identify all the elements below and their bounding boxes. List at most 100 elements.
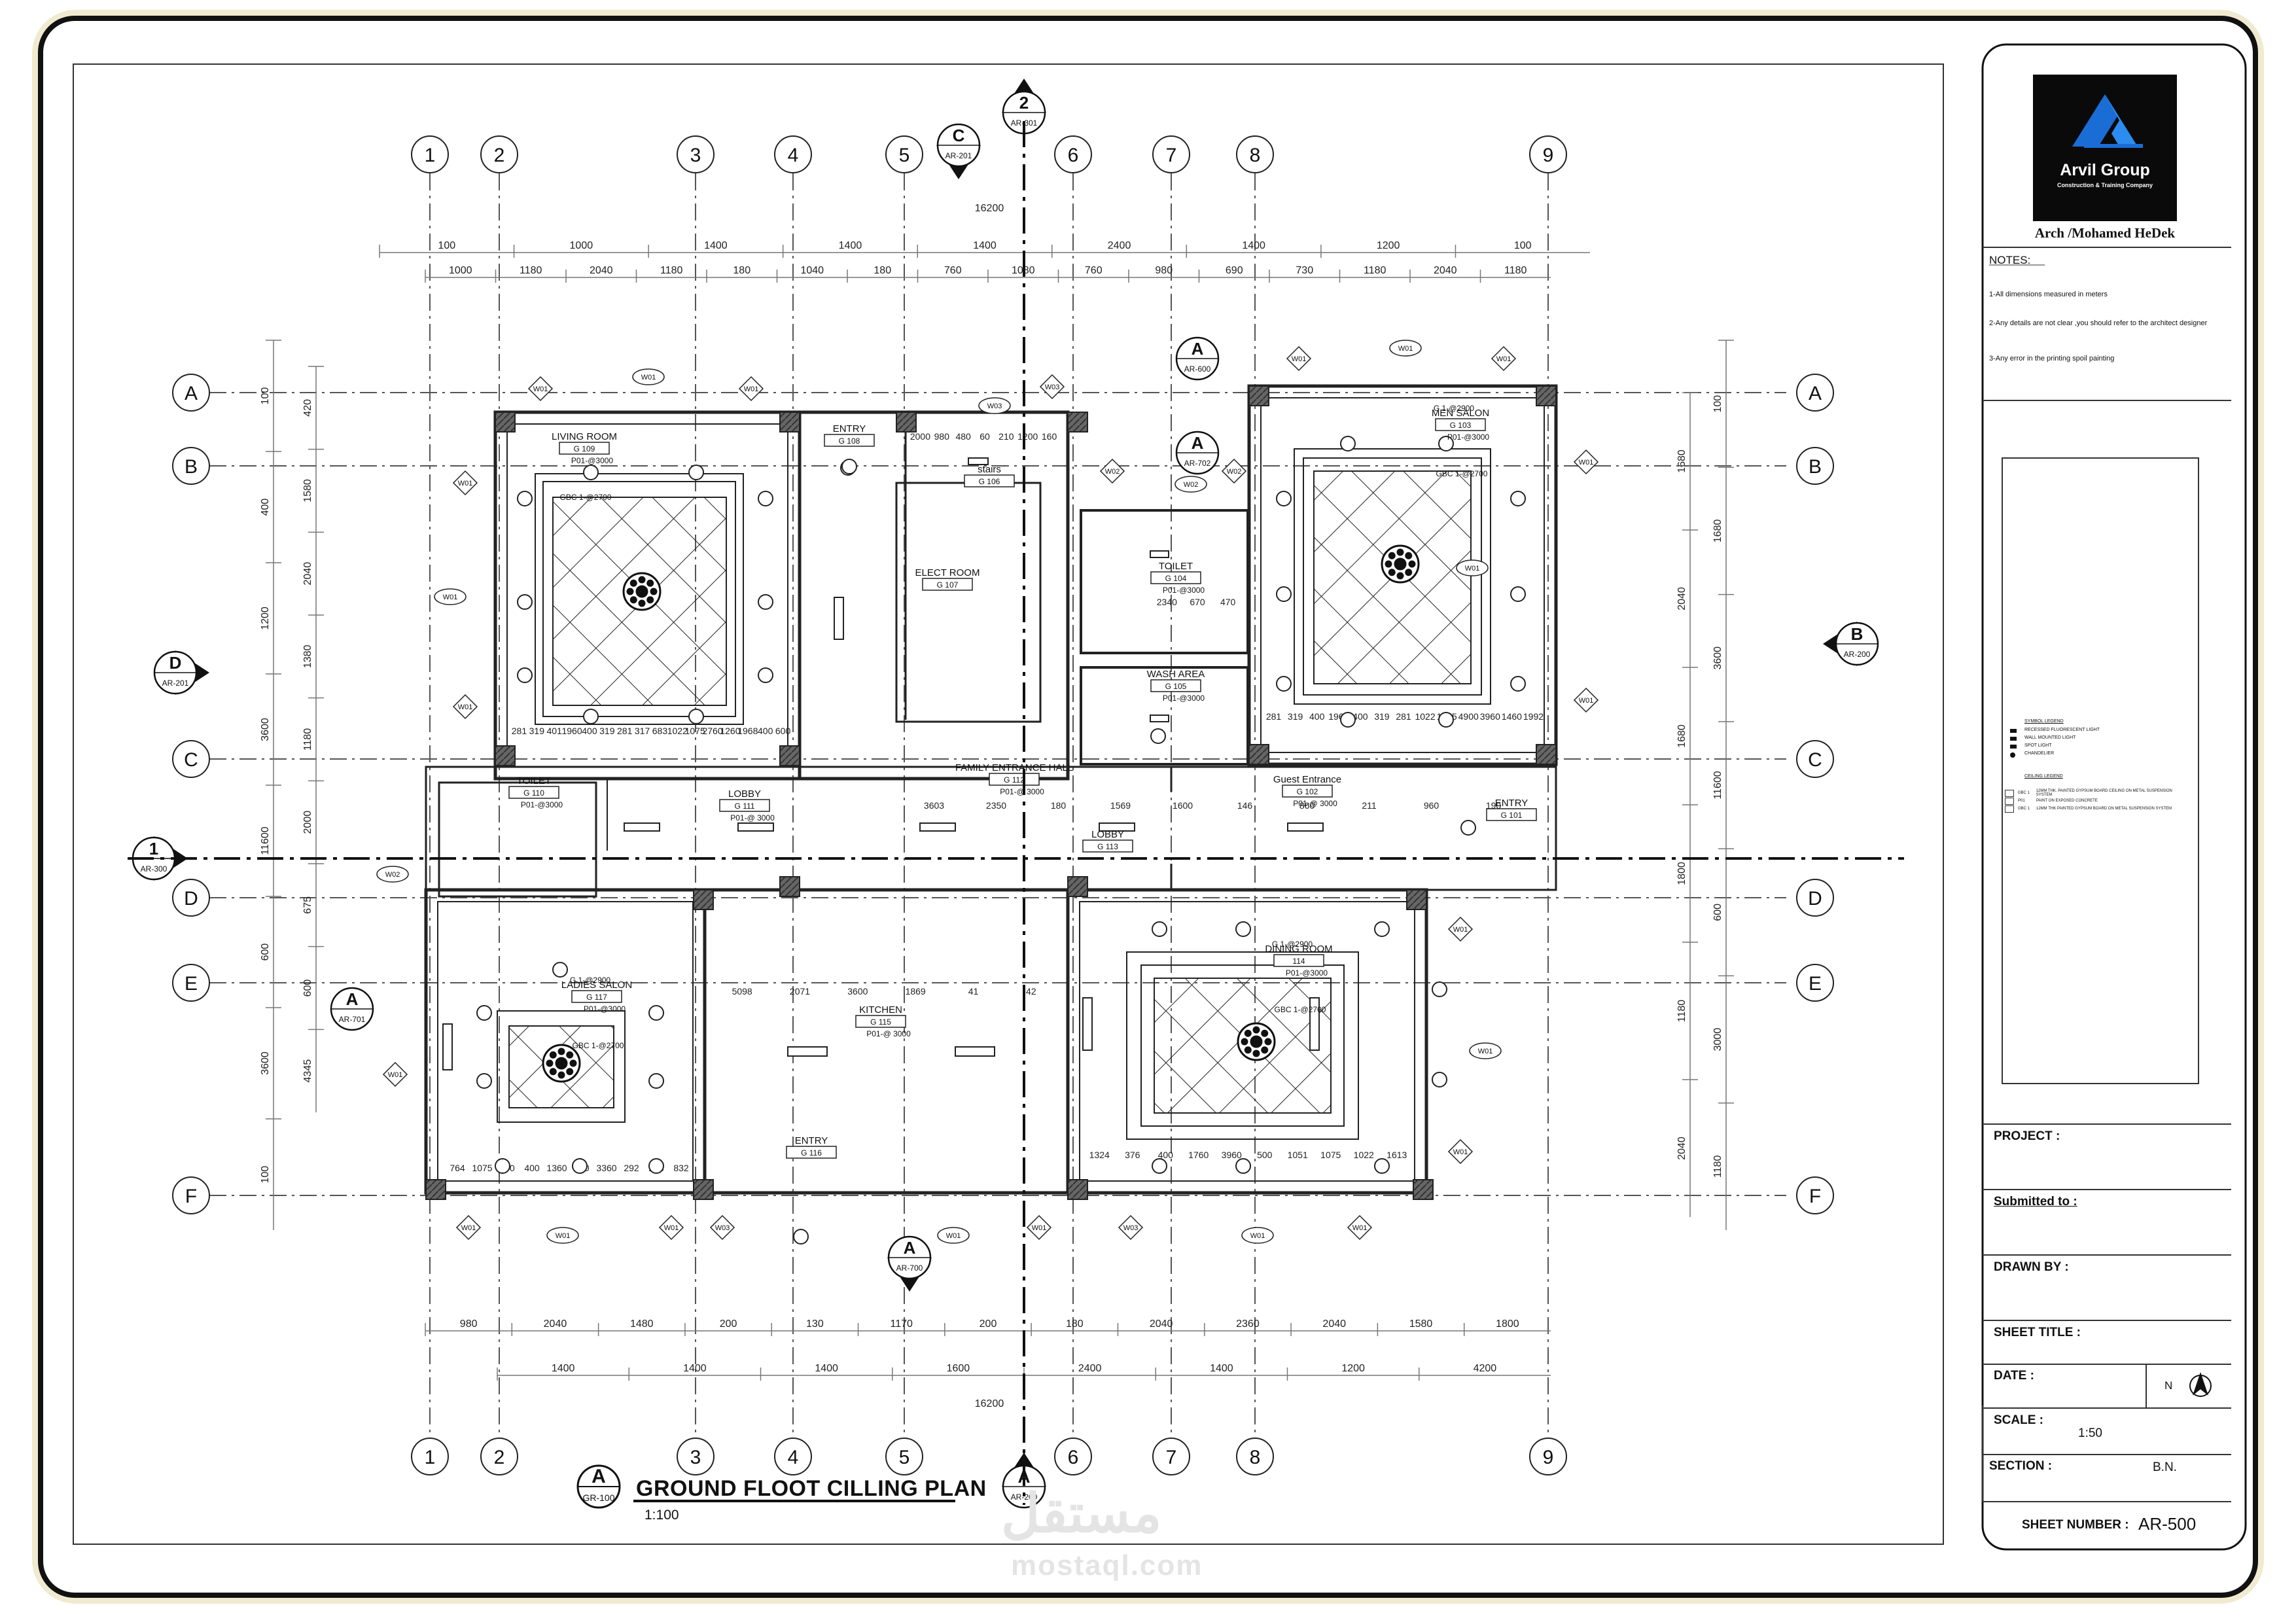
svg-text:W01: W01 (1352, 1224, 1368, 1232)
dim-left-inner: 1380 (302, 644, 313, 668)
spot-light-icon (1276, 676, 1292, 692)
svg-text:G 116: G 116 (801, 1148, 822, 1157)
structural-column (495, 745, 516, 766)
svg-text:W01: W01 (1579, 697, 1594, 705)
fluorescent-light-icon (442, 1023, 453, 1070)
svg-text:ELECT ROOM: ELECT ROOM (915, 567, 980, 578)
dim-left-inner: 1180 (302, 728, 313, 751)
legend-symbol-icon (2010, 737, 2017, 741)
svg-text:C: C (184, 749, 198, 771)
ladies-salon-dims: 1360 (546, 1163, 567, 1173)
svg-text:W03: W03 (987, 402, 1002, 410)
spot-light-icon (758, 491, 773, 506)
dim-bottom-inner: 2040 (1150, 1318, 1173, 1330)
legend-item: CHANDELIER (2007, 751, 2178, 759)
spot-light-icon (688, 465, 704, 480)
toilet-dims: 670 (1190, 597, 1205, 607)
svg-text:LADIES SALON: LADIES SALON (561, 980, 632, 991)
spot-light-icon (517, 594, 533, 610)
svg-text:G 115: G 115 (870, 1017, 891, 1027)
legend-item: SPOT LIGHT (2007, 743, 2178, 751)
men-salon-dims: 4900 (1458, 711, 1479, 722)
svg-text:W03: W03 (1123, 1224, 1139, 1232)
date-label: DATE : (1994, 1369, 2034, 1383)
chandelier-icon (1381, 544, 1420, 584)
spot-light-icon (688, 709, 704, 724)
chandelier-icon (1237, 1022, 1276, 1061)
hall-dims: 146 (1237, 800, 1253, 811)
svg-text:P01-@ 3000: P01-@ 3000 (1293, 799, 1337, 808)
dim-top-inner: 180 (733, 265, 751, 276)
window-tag: W01 (1469, 1042, 1502, 1059)
hall-dims: 3603 (924, 800, 944, 811)
notes-label: NOTES: (1989, 254, 2031, 266)
window-tag: W01 (1447, 916, 1474, 942)
dim-bottom-outer: 4200 (1474, 1363, 1497, 1374)
note-3: 3-Any error in the printing spoil painti… (1989, 355, 2115, 362)
svg-text:AR-201: AR-201 (162, 679, 189, 688)
svg-text:GBC 1-@2700: GBC 1-@2700 (573, 1041, 624, 1050)
men-salon-dims: 3960 (1480, 711, 1500, 722)
grid-bubble-col-7: 7 (1152, 135, 1190, 173)
svg-text:G 1-@2900: G 1-@2900 (570, 976, 611, 985)
dim-bottom-inner: 1800 (1496, 1318, 1519, 1330)
svg-text:W01: W01 (744, 385, 759, 393)
men-salon-dims: 319 (1288, 711, 1303, 722)
dim-bottom-outer: 1600 (947, 1363, 970, 1374)
svg-text:5: 5 (899, 1447, 910, 1468)
stair-dims: 2000 (910, 431, 930, 442)
svg-text:W01: W01 (388, 1071, 403, 1079)
hall-dims: 2350 (986, 800, 1006, 811)
scale-label: SCALE : (1994, 1413, 2043, 1427)
window-tag: W01 (1241, 1227, 1274, 1244)
spot-light-icon (476, 1005, 492, 1021)
legend-symbol-icon (2010, 752, 2015, 758)
svg-text:2: 2 (1019, 93, 1029, 113)
dim-left-outer: 11600 (260, 826, 271, 855)
grid-bubble-row-D: D (172, 879, 210, 917)
room-label: ELECT ROOM G 107 (915, 567, 980, 591)
stair-dims: 1200 (1017, 431, 1038, 442)
dim-left-inner: 600 (302, 980, 313, 997)
dining-room-dims: 3960 (1222, 1150, 1242, 1160)
ladies-salon-dims: 1075 (472, 1163, 492, 1173)
dim-left-inner: 4345 (302, 1059, 313, 1083)
fluorescent-light-icon (1099, 822, 1135, 832)
living-room-dims: 401 (547, 726, 563, 736)
legend-symbol-icon (2010, 729, 2017, 733)
svg-text:1: 1 (149, 839, 158, 858)
svg-text:P01-@3000: P01-@3000 (1163, 694, 1205, 703)
window-tag: W01 (1347, 1214, 1373, 1241)
window-tag: W01 (382, 1061, 408, 1087)
window-tag: W02 (1221, 458, 1247, 484)
spot-light-icon (758, 594, 773, 610)
svg-text:3: 3 (690, 1447, 701, 1468)
fluorescent-light-icon (834, 597, 844, 640)
svg-text:W01: W01 (533, 385, 548, 393)
hall-dims: 960 (1424, 800, 1439, 811)
spot-light-icon (1340, 712, 1356, 728)
hall-dims: 1569 (1110, 800, 1131, 811)
spot-light-icon (517, 667, 533, 683)
window-tag: W01 (658, 1214, 684, 1241)
company-subtitle: Construction & Training Company (2057, 182, 2153, 188)
ladies-salon-dims: 764 (450, 1163, 465, 1173)
grid-bubble-col-8: 8 (1236, 135, 1274, 173)
fluorescent-light-icon (968, 457, 989, 465)
dim-top-inner: 1180 (1364, 265, 1386, 276)
svg-text:A: A (346, 989, 359, 1009)
dim-bottom-inner: 130 (806, 1318, 824, 1330)
svg-text:G 107: G 107 (937, 580, 959, 590)
scale-value: 1:50 (2078, 1426, 2102, 1440)
grid-bubble-row-C: C (1796, 740, 1834, 778)
svg-text:W01: W01 (946, 1232, 961, 1240)
svg-text:WASH AREA: WASH AREA (1147, 669, 1205, 680)
hall-dims: 190 (1486, 800, 1502, 811)
svg-text:2: 2 (494, 145, 505, 166)
